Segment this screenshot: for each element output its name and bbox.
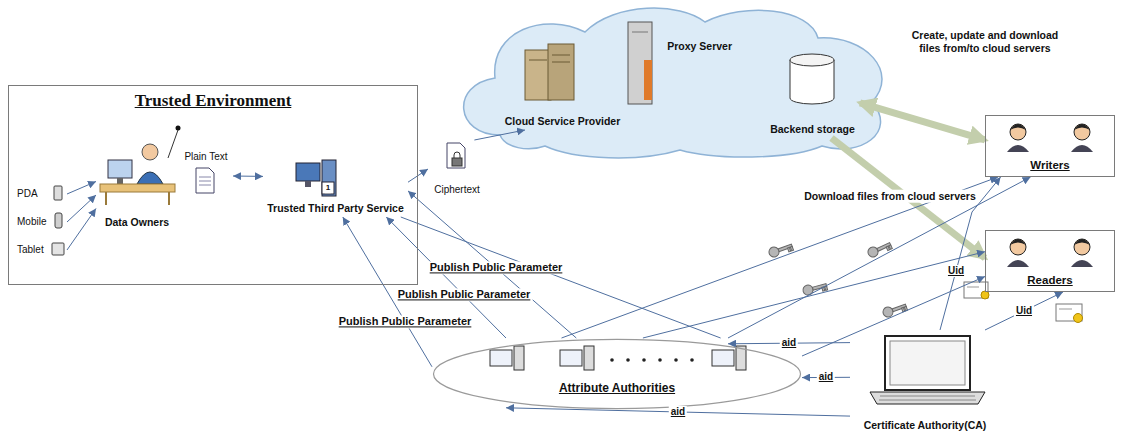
callout-number: 1 (325, 183, 331, 193)
key-icons (768, 239, 908, 318)
node-label: Readers (1027, 273, 1072, 287)
certificate-authority: Certificate Authority(CA) (850, 330, 1000, 435)
node-label: PDA (17, 188, 38, 201)
edge-label: aid (669, 406, 687, 418)
edge-label: Publish Public Parameter (337, 315, 474, 328)
thick-arrow (860, 103, 985, 140)
connector (67, 195, 96, 222)
user-group: Writers (985, 115, 1115, 177)
node-label: Trusted Third Party Service (267, 202, 404, 215)
user-group: Readers (985, 230, 1115, 292)
connector (408, 169, 428, 182)
node-label: Cloud Service Provider (505, 115, 621, 128)
user-icons (1007, 124, 1093, 267)
connector (562, 177, 999, 338)
node-label: Data Owners (105, 216, 169, 229)
proxy-server: Proxy Server (626, 18, 734, 118)
cloud-shape (464, 8, 882, 158)
connector (474, 130, 525, 140)
connector (985, 292, 1063, 330)
device-label: Mobile (15, 213, 67, 231)
device-icons (52, 186, 64, 255)
connector (802, 277, 985, 357)
node-label: Writers (1030, 158, 1069, 172)
node-label: Mobile (17, 216, 46, 229)
ellipse-outline (433, 339, 800, 408)
ellipse-outline (432, 338, 802, 410)
node-label: Backend storage (770, 123, 855, 136)
node-label: Ciphertext (434, 184, 480, 197)
edge-label: Uid (1014, 305, 1034, 317)
authority-ellipse: Attribute Authorities (432, 338, 802, 410)
connector (233, 176, 263, 177)
proxy-server-icon (628, 22, 652, 104)
document-icon (196, 168, 214, 193)
cloud-service-provider: Cloud Service Provider (500, 38, 625, 130)
certificate-icons (964, 282, 1083, 323)
node-label: Certificate Authority(CA) (864, 419, 987, 432)
node-label: Plain Text (184, 151, 227, 164)
data-owner-figure (100, 126, 181, 206)
backend-storage: Backend storage (765, 50, 860, 138)
storage-cylinder (790, 54, 834, 104)
edge-label: Create, update and download files from/t… (908, 29, 1062, 54)
connector (67, 209, 96, 251)
edge-label: aid (817, 371, 835, 383)
laptop-icon (870, 336, 985, 404)
trusted-environment: Trusted EnvironmentPDA MobileTablet Data O… (8, 85, 418, 285)
ciphertext-doc: Ciphertext (428, 140, 486, 198)
node-label: Proxy Server (667, 40, 732, 53)
server-icons (525, 44, 574, 100)
node-label: Tablet (17, 244, 44, 257)
edge-label: Publish Public Parameter (396, 288, 533, 301)
edge-label: Download files from cloud servers (802, 190, 978, 203)
edge-label: aid (780, 337, 798, 349)
node-label: Trusted Environment (135, 90, 292, 111)
computer-icon (296, 160, 336, 196)
edge-label: Uid (946, 265, 966, 277)
connector (643, 252, 985, 338)
ciphertext-icon (447, 143, 465, 168)
plain-text-doc: Plain Text (179, 151, 233, 201)
connector (67, 182, 96, 195)
device-label: PDA (15, 185, 67, 203)
device-label: Tablet (15, 241, 67, 259)
trusted-third-party: Trusted Third Party Service (263, 159, 408, 217)
node-label: Attribute Authorities (559, 381, 675, 396)
edge-label: Publish Public Parameter (428, 261, 565, 274)
data-owners: Data Owners (96, 141, 178, 231)
authority-computers (490, 346, 746, 370)
